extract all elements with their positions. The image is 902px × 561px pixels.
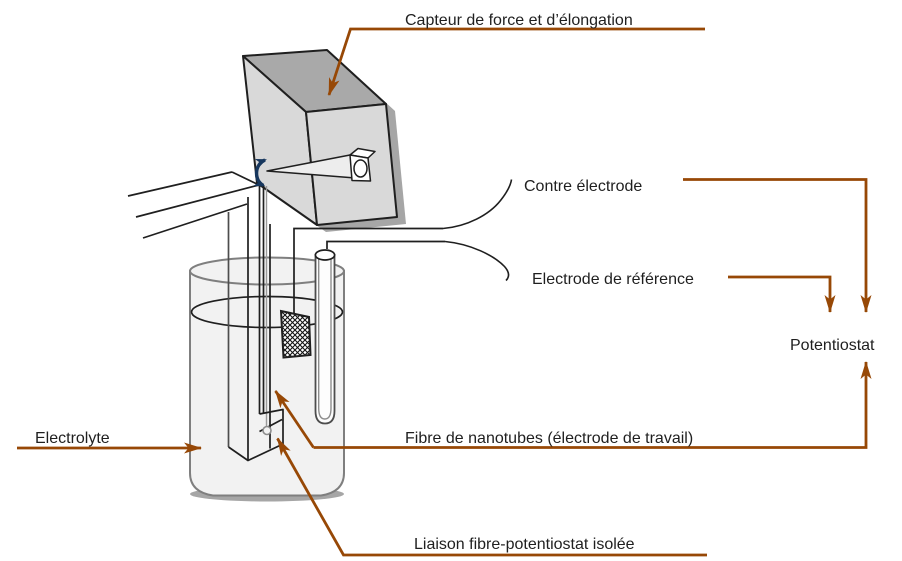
reference-tube-cap [314, 249, 336, 261]
counter-electrode-wire [293, 227, 443, 314]
holder-bottom-edge [228, 443, 283, 462]
rotation-arrow-icon [253, 158, 267, 188]
callout-reference-line [728, 275, 836, 313]
reference-electrode-wire [326, 240, 445, 249]
reference-tube-outer [314, 254, 336, 425]
label-force-sensor: Capteur de force et d’élongation [405, 12, 633, 29]
callout-link-line [276, 437, 707, 557]
force-sensor-box [242, 49, 406, 232]
electrode-holder-rod [227, 186, 284, 462]
callout-lines [17, 27, 872, 557]
leader-curves [442, 179, 513, 282]
callout-working-branch [274, 390, 315, 449]
label-insulated-link: Liaison fibre-potentiostat isolée [414, 536, 635, 553]
label-working-electrode: Fibre de nanotubes (électrode de travail… [405, 430, 693, 447]
reference-tube-inner [318, 258, 332, 420]
label-potentiostat: Potentiostat [790, 337, 875, 354]
callout-working-line [313, 361, 872, 449]
connection-dot [262, 425, 272, 436]
callout-counter-line [683, 178, 872, 313]
sensor-clamp-hole [353, 159, 368, 178]
callout-sensor-line [327, 27, 705, 96]
reference-electrode-tube [314, 249, 336, 425]
electrode-wires [293, 227, 445, 314]
counter-leader-curve [442, 179, 513, 230]
label-reference-electrode: Electrode de référence [532, 271, 694, 288]
label-electrolyte: Electrolyte [35, 430, 110, 447]
counter-electrode-mesh [279, 309, 312, 359]
reference-leader-curve [444, 240, 510, 282]
label-counter-electrode: Contre électrode [524, 178, 642, 195]
support-arm [127, 171, 260, 239]
